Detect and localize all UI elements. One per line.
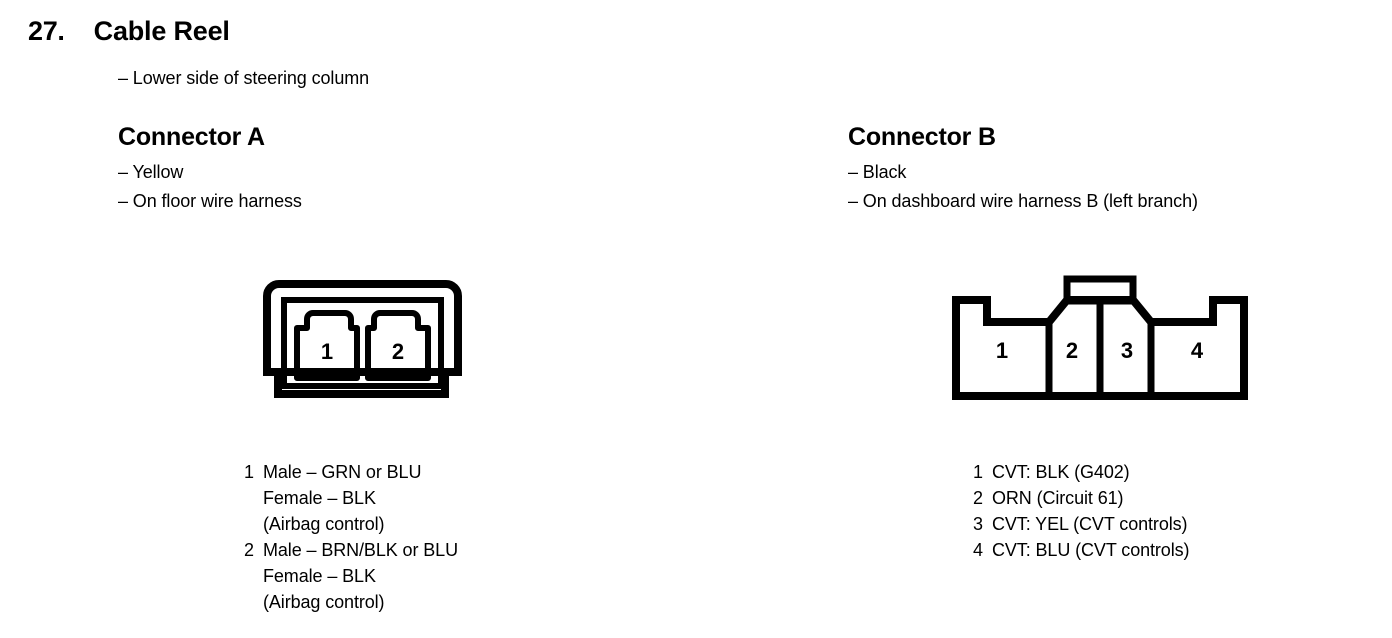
pin-description-line: (Airbag control) <box>263 514 385 534</box>
pin-description-group: CVT: BLK (G402) <box>992 459 1130 485</box>
connector-a-diagram: 1 2 <box>255 272 470 412</box>
connector-b-diagram: 1 2 3 4 <box>945 272 1255 412</box>
connector-a-svg: 1 2 <box>263 280 462 398</box>
pin-description-line: CVT: BLK (G402) <box>992 462 1130 482</box>
connector-b-title: Connector B <box>848 123 996 151</box>
pin-description-line: Male – BRN/BLK or BLU <box>263 540 458 560</box>
connector-b-note: – On dashboard wire harness B (left bran… <box>848 191 1198 212</box>
pin-legend-item: 1 Male – GRN or BLU Female – BLK (Airbag… <box>244 459 458 537</box>
connector-a-block: Connector A – Yellow – On floor wire har… <box>118 124 818 217</box>
connector-b-pin-label-3: 3 <box>1121 338 1133 363</box>
connector-a-note: – On floor wire harness <box>118 191 302 212</box>
pin-number: 1 <box>973 462 983 482</box>
connector-b-pin-label-2: 2 <box>1066 338 1078 363</box>
section-number: 27. <box>28 16 65 46</box>
pin-description-line: Female – BLK <box>263 566 376 586</box>
connector-a-pin-label-1: 1 <box>321 339 333 364</box>
pin-legend-item: 3 CVT: YEL (CVT controls) <box>973 511 1189 537</box>
pin-number: 2 <box>973 488 983 508</box>
connector-a-cavity-2 <box>365 310 431 381</box>
connector-b-svg: 1 2 3 4 <box>952 275 1248 400</box>
pin-description-group: Male – GRN or BLU Female – BLK (Airbag c… <box>263 459 421 537</box>
connector-a-inner-body <box>281 297 444 389</box>
connector-a-notes: – Yellow – On floor wire harness <box>118 158 818 216</box>
connector-a-cavity-1 <box>294 310 360 381</box>
pin-description-line: Male – GRN or BLU <box>263 462 422 482</box>
pin-description-line: (Airbag control) <box>263 592 385 612</box>
section-location-note: – Lower side of steering column <box>118 68 370 88</box>
pin-number: 2 <box>244 540 254 560</box>
page-header: 27. Cable Reel <box>28 16 230 47</box>
pin-description-group: ORN (Circuit 61) <box>992 485 1124 511</box>
pin-number: 3 <box>973 514 983 534</box>
connector-a-title: Connector A <box>118 123 265 151</box>
connector-a-shell-sides <box>263 306 462 376</box>
pin-description-line: CVT: YEL (CVT controls) <box>992 514 1188 534</box>
connector-a-pin-label-2: 2 <box>392 339 404 364</box>
pin-legend-item: 2 Male – BRN/BLK or BLU Female – BLK (Ai… <box>244 537 458 615</box>
pin-description-line: CVT: BLU (CVT controls) <box>992 540 1190 560</box>
connector-b-note: – Black <box>848 162 907 183</box>
pin-number: 4 <box>973 540 983 560</box>
connector-b-notes: – Black – On dashboard wire harness B (l… <box>848 158 1388 216</box>
pin-number: 1 <box>244 462 254 482</box>
pin-legend-item: 4 CVT: BLU (CVT controls) <box>973 537 1190 563</box>
connector-b-block: Connector B – Black – On dashboard wire … <box>848 124 1388 217</box>
pin-description-group: CVT: BLU (CVT controls) <box>992 537 1190 563</box>
pin-description-group: Male – BRN/BLK or BLU Female – BLK (Airb… <box>263 537 458 615</box>
connector-a-shell-flange <box>274 372 449 398</box>
pin-legend-item: 1 CVT: BLK (G402) <box>973 459 1189 485</box>
connector-a-pin-legend: 1 Male – GRN or BLU Female – BLK (Airbag… <box>244 459 458 615</box>
pin-description-line: Female – BLK <box>263 488 376 508</box>
connector-b-pin-label-1: 1 <box>996 338 1008 363</box>
connector-a-note: – Yellow <box>118 162 184 183</box>
pin-description-line: ORN (Circuit 61) <box>992 488 1124 508</box>
connector-a-shell-top <box>263 280 462 306</box>
pin-legend-item: 2 ORN (Circuit 61) <box>973 485 1189 511</box>
connector-b-pin-label-4: 4 <box>1191 338 1204 363</box>
pin-description-group: CVT: YEL (CVT controls) <box>992 511 1188 537</box>
connector-b-locking-tab <box>1063 275 1137 305</box>
page-title: Cable Reel <box>93 16 230 46</box>
connector-b-pin-legend: 1 CVT: BLK (G402) 2 ORN (Circuit 61) 3 C… <box>973 459 1190 563</box>
